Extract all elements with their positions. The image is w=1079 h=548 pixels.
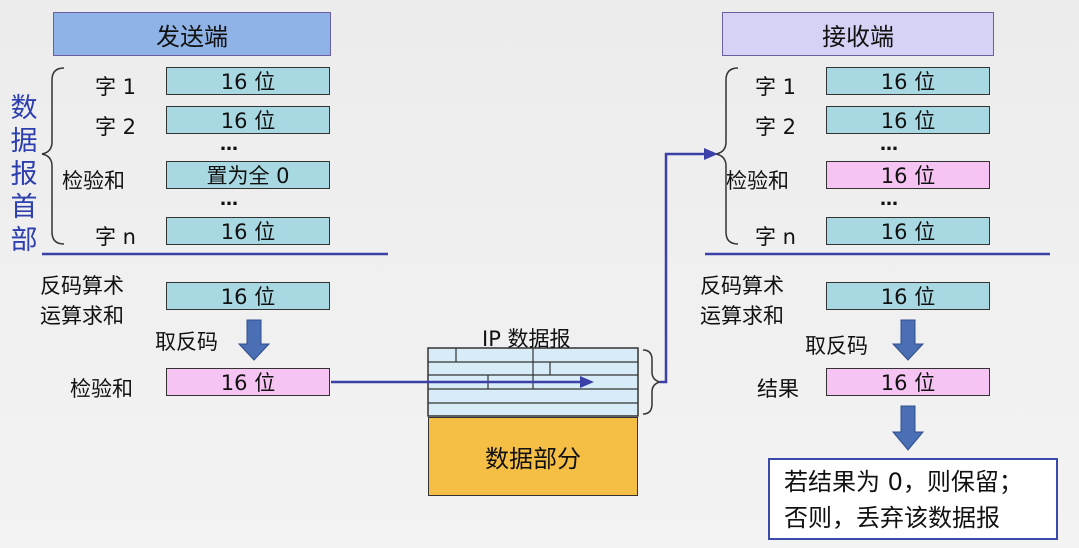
datagram-brace	[642, 349, 661, 415]
receiver-sum-label-line1: 反码算术	[700, 274, 784, 298]
receiver-ellipsis-1: …	[880, 134, 899, 155]
side-char: 部	[10, 225, 38, 256]
sender-word2-field: 16 位	[166, 106, 330, 134]
sender-wordn-field: 16 位	[166, 217, 330, 245]
checksum-into-datagram-arrowhead	[580, 376, 594, 388]
sender-checksum-zero-field: 置为全 0	[166, 161, 330, 189]
receiver-title: 接收端	[722, 12, 994, 56]
receiver-ellipsis-2: …	[880, 189, 899, 210]
receiver-word2-label: 字 2	[755, 115, 797, 139]
sender-word2-label: 字 2	[95, 115, 137, 139]
sender-sum-label: 反码算术 运算求和	[40, 271, 124, 331]
receiver-wordn-label: 字 n	[755, 225, 796, 249]
datagram-header-side-label: 数 据 报 首 部	[8, 92, 40, 257]
sender-title: 发送端	[53, 12, 331, 56]
sender-checksum-row-label: 检验和	[62, 169, 125, 193]
sender-complement-label: 取反码	[155, 330, 218, 354]
receiver-sum-field: 16 位	[826, 282, 990, 310]
datagram-title: IP 数据报	[482, 327, 571, 351]
side-char: 数	[10, 93, 38, 124]
sender-ellipsis-1: …	[220, 134, 239, 155]
result-note-line1: 若结果为 0，则保留；	[784, 468, 1023, 496]
receiver-down-arrow-2	[891, 405, 925, 451]
sender-header-brace	[41, 67, 65, 245]
side-char: 据	[10, 126, 38, 157]
receiver-sum-label: 反码算术 运算求和	[700, 271, 784, 331]
receiver-word2-field: 16 位	[826, 106, 990, 134]
sender-sum-label-line1: 反码算术	[40, 274, 124, 298]
receiver-complement-label: 取反码	[805, 334, 868, 358]
datagram-to-receiver-line	[660, 152, 706, 384]
receiver-down-arrow-1	[891, 319, 925, 361]
datagram-data-part: 数据部分	[428, 417, 638, 496]
result-note-line2: 否则，丢弃该数据报	[784, 504, 1000, 532]
sender-word1-label: 字 1	[95, 75, 137, 99]
receiver-result-field: 16 位	[826, 368, 990, 396]
side-char: 报	[10, 159, 38, 190]
result-note: 若结果为 0，则保留； 否则，丢弃该数据报	[768, 458, 1058, 540]
receiver-word1-label: 字 1	[755, 75, 797, 99]
sender-wordn-label: 字 n	[95, 225, 136, 249]
sender-checksum-label: 检验和	[70, 377, 133, 401]
receiver-checksum-label: 检验和	[726, 169, 789, 193]
sender-checksum-field: 16 位	[166, 368, 330, 396]
receiver-wordn-field: 16 位	[826, 217, 990, 245]
receiver-word1-field: 16 位	[826, 67, 990, 95]
receiver-sum-label-line2: 运算求和	[700, 304, 784, 328]
receiver-result-label: 结果	[757, 377, 799, 401]
sender-ellipsis-2: …	[220, 189, 239, 210]
sender-down-arrow	[237, 319, 271, 361]
sender-sum-label-line2: 运算求和	[40, 304, 124, 328]
side-char: 首	[10, 192, 38, 223]
receiver-header-brace	[715, 67, 739, 245]
receiver-checksum-field: 16 位	[826, 161, 990, 189]
sender-sum-field: 16 位	[166, 282, 330, 310]
sender-word1-field: 16 位	[166, 67, 330, 95]
